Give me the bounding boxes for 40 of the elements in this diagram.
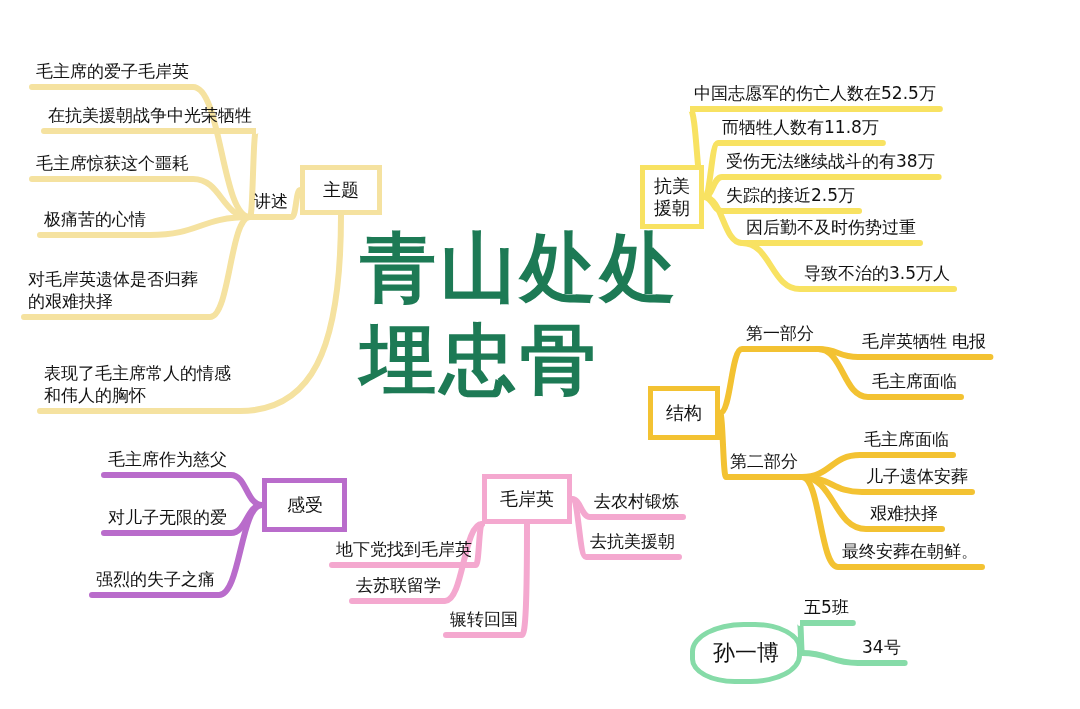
branch-text: 辗转回国 xyxy=(446,608,522,635)
branch-text: 中国志愿军的伤亡人数在52.5万 xyxy=(690,82,940,109)
branch-text: 强烈的失子之痛 xyxy=(92,568,219,595)
branch-text: 表现了毛主席常人的情感和伟人的胸怀 xyxy=(40,362,240,411)
branch-text: 失踪的接近2.5万 xyxy=(722,184,860,211)
branch-text: 受伤无法继续战斗的有38万 xyxy=(722,150,939,177)
branch-text: 五5班 xyxy=(800,596,853,623)
branch-text: 去抗美援朝 xyxy=(586,530,679,557)
branch-text: 最终安葬在朝鲜。 xyxy=(838,540,982,567)
topic-box: 抗美援朝 xyxy=(640,165,704,229)
topic-box: 结构 xyxy=(648,386,720,440)
branch-text: 儿子遗体安葬 xyxy=(862,465,972,492)
branch-text: 去苏联留学 xyxy=(352,574,445,601)
branch-line xyxy=(739,240,958,292)
branch-text: 毛主席面临 xyxy=(868,370,961,397)
topic-box: 感受 xyxy=(262,478,347,532)
branch-text: 对毛岸英遗体是否归葬的艰难抉择 xyxy=(24,268,210,317)
branch-text: 导致不治的3.5万人 xyxy=(800,262,955,289)
branch-text: 毛主席作为慈父 xyxy=(104,448,231,475)
branch-text: 34号 xyxy=(858,636,905,663)
branch-line xyxy=(815,346,964,400)
branch-text: 在抗美援朝战争中光荣牺牲 xyxy=(44,104,256,131)
branch-text: 毛主席面临 xyxy=(860,428,953,455)
topic-box: 毛岸英 xyxy=(482,474,572,524)
branch-text: 第二部分 xyxy=(726,450,802,477)
branch-text: 极痛苦的心情 xyxy=(40,208,150,235)
branch-text: 艰难抉择 xyxy=(866,502,942,529)
branch-text: 地下党找到毛岸英 xyxy=(332,538,476,565)
branch-text: 毛主席的爱子毛岸英 xyxy=(32,60,193,87)
branch-text: 讲述 xyxy=(250,190,292,217)
branch-text: 而牺牲人数有11.8万 xyxy=(718,116,883,143)
branch-line xyxy=(349,521,485,604)
branch-text: 毛岸英牺牲 电报 xyxy=(858,330,991,357)
branch-text: 毛主席惊获这个噩耗 xyxy=(32,152,193,179)
name-bubble: 孙一博 xyxy=(690,622,802,684)
branch-text: 去农村锻炼 xyxy=(590,490,683,517)
branch-text: 因后勤不及时伤势过重 xyxy=(742,216,920,243)
topic-box: 主题 xyxy=(300,165,382,215)
branch-text: 第一部分 xyxy=(742,322,818,349)
branch-text: 对儿子无限的爱 xyxy=(104,506,231,533)
